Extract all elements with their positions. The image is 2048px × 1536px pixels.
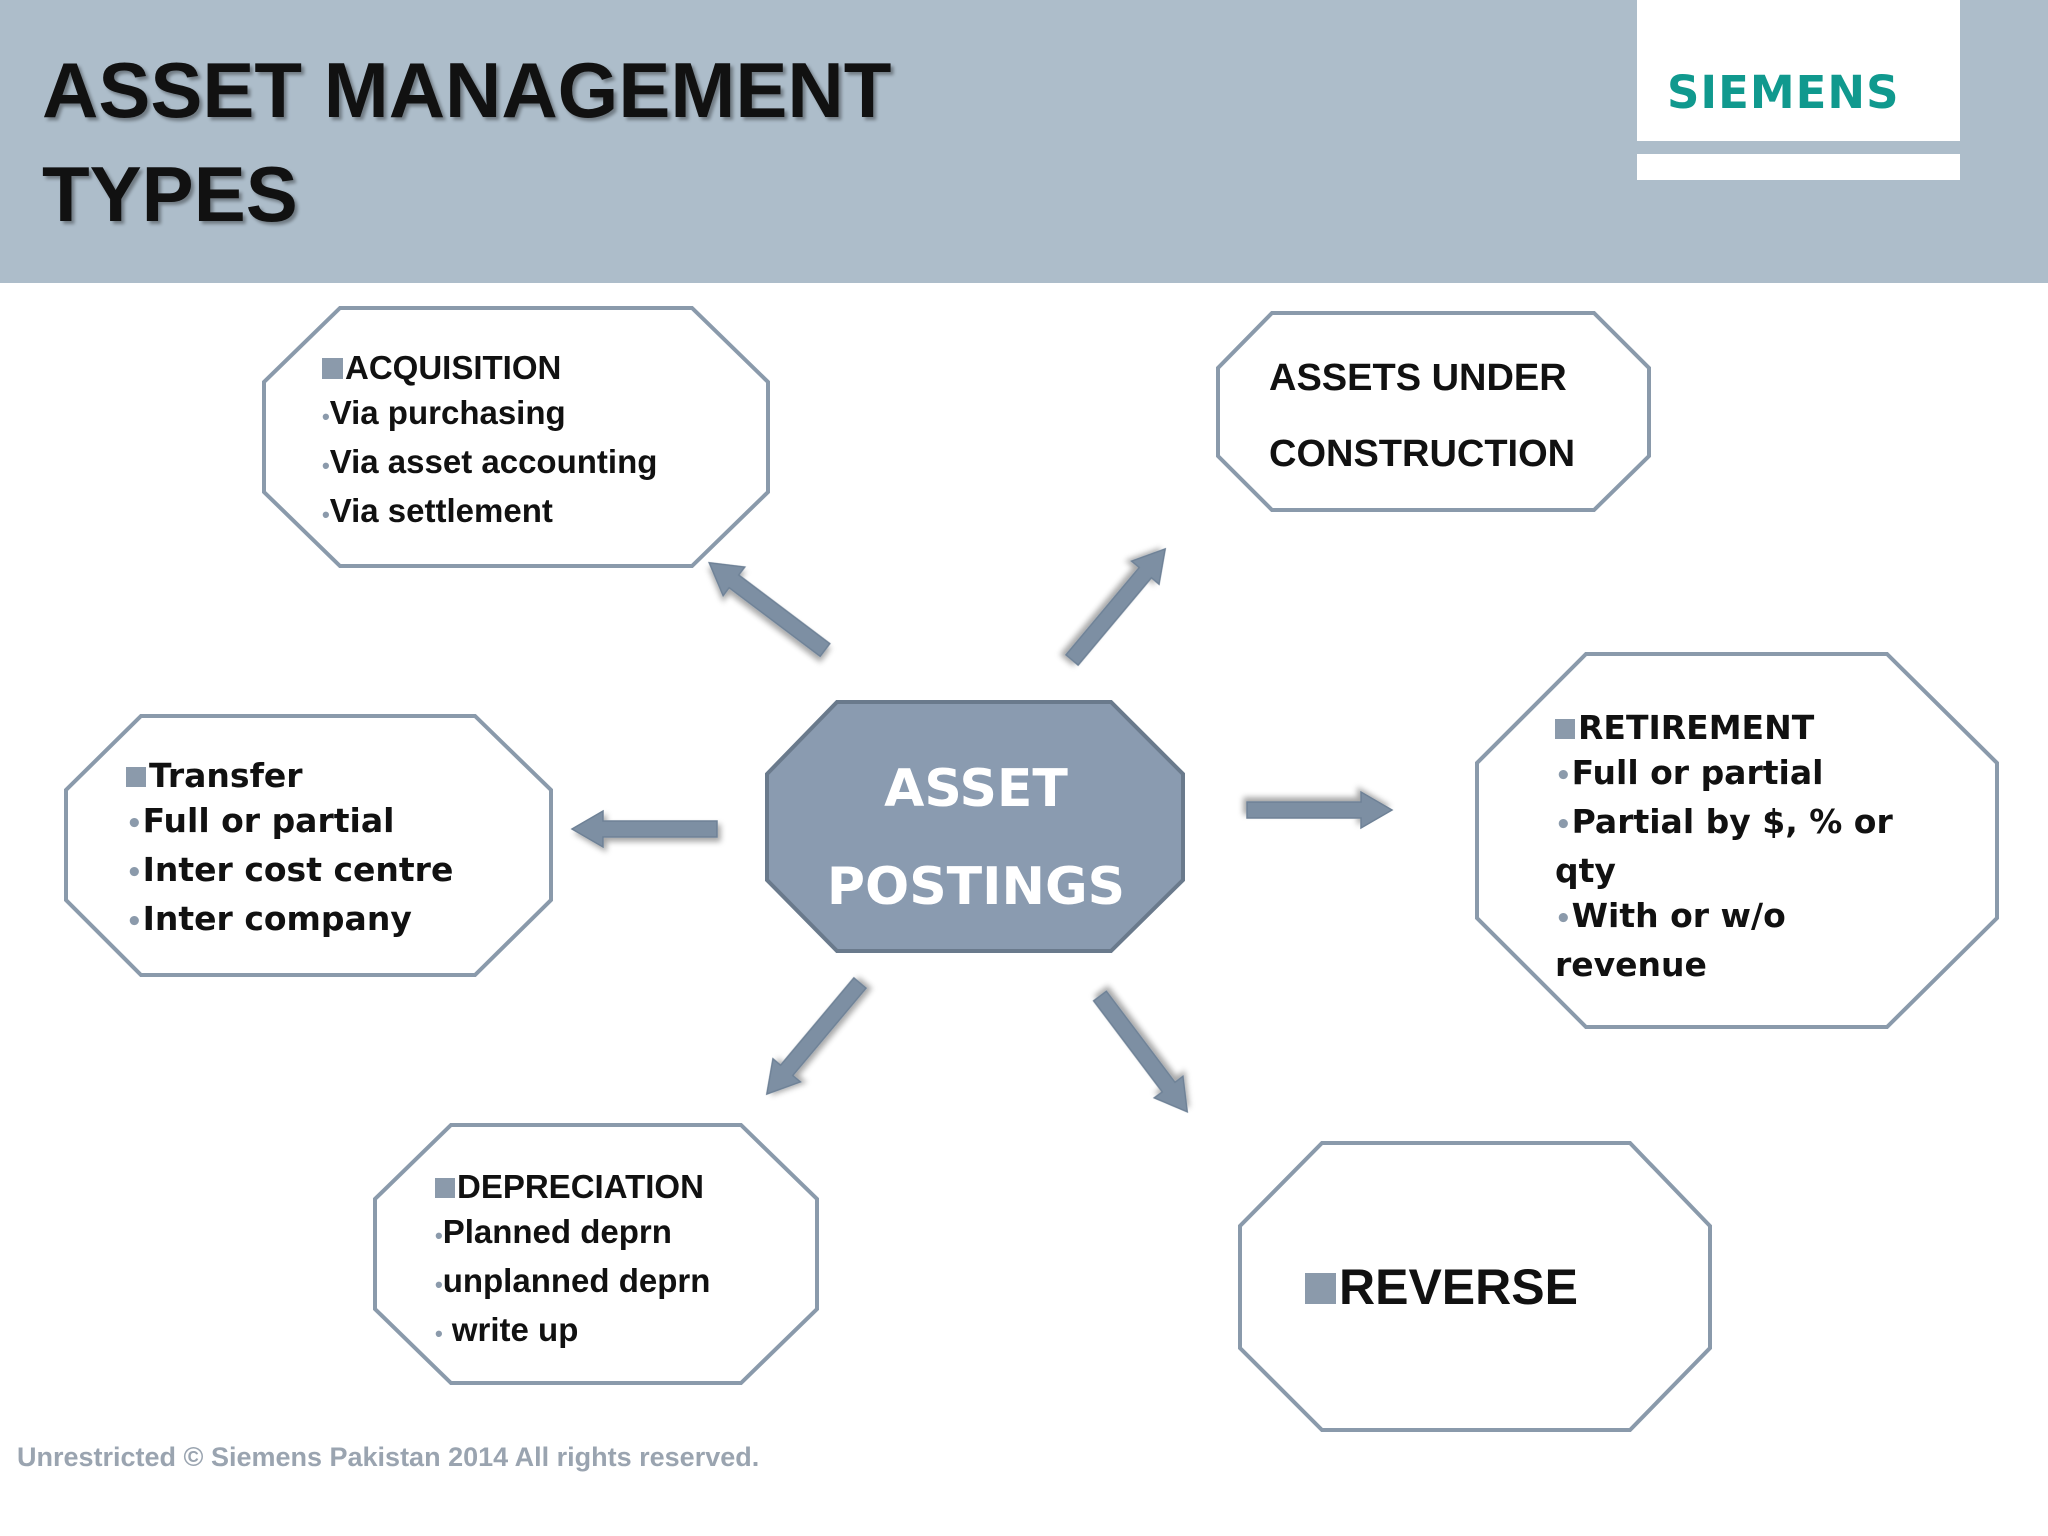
depreciation-item: • write up xyxy=(435,1311,579,1348)
dot-bullet-icon: • xyxy=(435,1321,443,1346)
dot-bullet-icon: • xyxy=(322,453,330,478)
dot-bullet-icon: • xyxy=(126,858,143,888)
asset-postings-hub-label: ASSET POSTINGS xyxy=(770,740,1182,936)
retirement-item-cont: revenue xyxy=(1555,945,1707,984)
arrow-to-reverse xyxy=(1084,984,1203,1124)
acquisition-heading: ACQUISITION xyxy=(322,345,657,390)
logo-underline-bar xyxy=(1637,154,1960,180)
retirement-heading: RETIREMENT xyxy=(1555,705,1893,750)
acquisition-item: •Via purchasing xyxy=(322,394,566,431)
dot-bullet-icon: • xyxy=(322,404,330,429)
dot-bullet-icon: • xyxy=(322,502,330,527)
page-title: ASSET MANAGEMENT TYPES xyxy=(42,38,891,246)
transfer-item: •Inter company xyxy=(126,899,412,938)
retirement-item: •Partial by $, % or xyxy=(1555,802,1893,841)
reverse-box-outline xyxy=(1238,1141,1712,1432)
dot-bullet-icon: • xyxy=(435,1223,443,1248)
auc-line-2: CONSTRUCTION xyxy=(1269,433,1576,475)
asset-postings-hub-shape xyxy=(765,700,1185,953)
page-title-line-1: ASSET MANAGEMENT xyxy=(42,46,892,134)
square-bullet-icon xyxy=(1305,1273,1336,1304)
auc-line-1: ASSETS UNDER xyxy=(1269,357,1567,399)
reverse-heading: REVERSE xyxy=(1305,1255,1578,1319)
depreciation-heading: DEPRECIATION xyxy=(435,1164,710,1209)
hub-line-1: ASSET xyxy=(884,759,1068,819)
dot-bullet-icon: • xyxy=(126,907,143,937)
retirement-box-outline xyxy=(1475,652,1999,1029)
transfer-item: •Full or partial xyxy=(126,801,395,840)
dot-bullet-icon: • xyxy=(435,1272,443,1297)
acquisition-item: •Via asset accounting xyxy=(322,443,658,480)
logo-panel xyxy=(1637,0,1960,141)
retirement-item: •Full or partial xyxy=(1555,753,1824,792)
page-title-line-2: TYPES xyxy=(42,150,298,238)
arrow-to-transfer xyxy=(571,810,718,848)
transfer-box-outline xyxy=(64,714,553,977)
footer-copyright: Unrestricted © Siemens Pakistan 2014 All… xyxy=(17,1442,760,1472)
depreciation-item: •Planned deprn xyxy=(435,1213,672,1250)
acquisition-item: •Via settlement xyxy=(322,492,553,529)
acquisition-box-outline xyxy=(262,306,770,568)
depreciation-box-outline xyxy=(373,1123,819,1385)
dot-bullet-icon: • xyxy=(1555,904,1572,934)
acquisition-node: ACQUISITION •Via purchasing •Via asset a… xyxy=(322,345,657,537)
arrow-to-acquisition xyxy=(697,547,837,666)
retirement-node: RETIREMENT •Full or partial •Partial by … xyxy=(1555,705,1893,987)
reverse-node: REVERSE xyxy=(1305,1255,1578,1319)
transfer-node: Transfer •Full or partial •Inter cost ce… xyxy=(126,753,453,945)
arrow-to-retirement xyxy=(1246,791,1393,829)
square-bullet-icon xyxy=(322,358,343,379)
transfer-heading: Transfer xyxy=(126,753,453,798)
square-bullet-icon xyxy=(435,1178,455,1198)
depreciation-item: •unplanned deprn xyxy=(435,1262,711,1299)
square-bullet-icon xyxy=(126,767,146,787)
dot-bullet-icon: • xyxy=(1555,761,1572,791)
siemens-logo: SIEMENS xyxy=(1667,66,1900,119)
dot-bullet-icon: • xyxy=(126,809,143,839)
transfer-item: •Inter cost centre xyxy=(126,850,454,889)
hub-line-2: POSTINGS xyxy=(826,857,1126,917)
arrow-to-depreciation xyxy=(752,970,875,1107)
depreciation-node: DEPRECIATION •Planned deprn •unplanned d… xyxy=(435,1164,710,1356)
square-bullet-icon xyxy=(1555,719,1575,739)
auc-box-outline xyxy=(1216,311,1651,512)
retirement-item: •With or w/o xyxy=(1555,896,1786,935)
dot-bullet-icon: • xyxy=(1555,810,1572,840)
auc-node: ASSETS UNDER CONSTRUCTION xyxy=(1269,340,1575,492)
arrow-to-auc xyxy=(1057,536,1180,673)
retirement-item-cont: qty xyxy=(1555,851,1616,890)
